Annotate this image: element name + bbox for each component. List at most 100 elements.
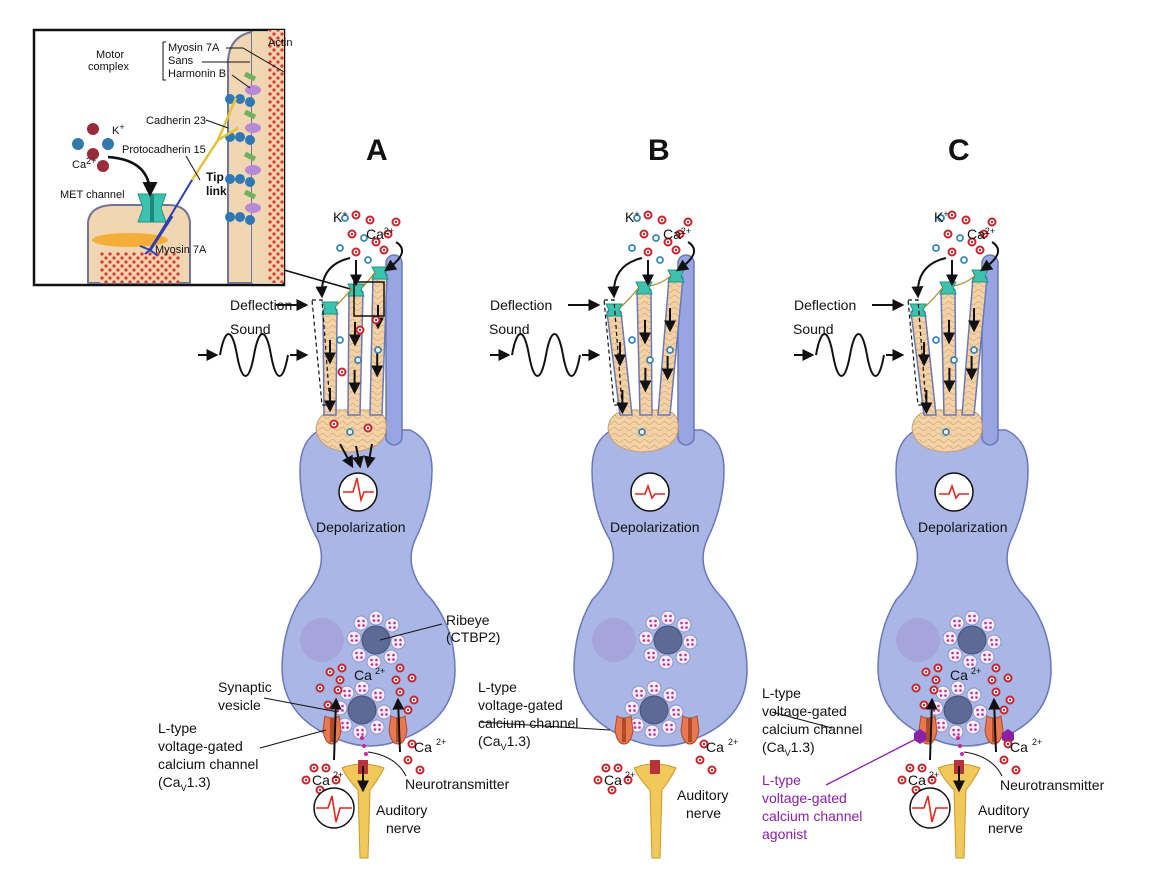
panel-c-letter: C: [948, 134, 970, 167]
panel-c-ltype-label-2: voltage-gated: [762, 703, 847, 719]
panel-a-synapse-ca-text: Ca: [354, 667, 372, 683]
svg-text:K+: K+: [333, 209, 348, 225]
panel-b-depolarization-label: Depolarization: [610, 519, 700, 535]
panel-a-nucleus: [300, 618, 344, 662]
panel-a-outside-ca-ion: [323, 765, 330, 772]
panel-c-nerve-label: nerve: [988, 820, 1023, 836]
panel-c-neurotransmitter-dot: [960, 752, 964, 756]
panel-c-outside-ca-sup-right: 2+: [1032, 737, 1042, 747]
panel-a-outside-ca-text-right: Ca: [414, 739, 432, 755]
panel-c-outside-ca-text: Ca: [908, 772, 926, 788]
inset-k-sup: +: [119, 122, 124, 132]
panel-a-ctbp2-label: (CTBP2): [446, 629, 500, 645]
panel-c-neurotransmitter-dot: [956, 736, 960, 740]
panel-b-k-ion: [639, 429, 645, 435]
panel-a-ltype-label-2: voltage-gated: [158, 738, 243, 754]
panel-b-ribbon-lower: [625, 681, 683, 739]
panel-c-ltype-label-5: 1.3): [791, 739, 815, 755]
svg-text:(CaV1.3): (CaV1.3): [762, 739, 815, 758]
panel-c-k-ion: [961, 257, 967, 263]
panel-b-ltype-label-4: (Ca: [478, 733, 501, 749]
panel-a-ca-ion: [349, 231, 356, 238]
panel-c-outside-ca-ion: [899, 777, 906, 784]
panel-c-ca-sup: 2+: [985, 226, 995, 236]
panel-b-auditory-nerve: [634, 764, 676, 858]
panel-b-outside-ca-ion: [615, 765, 622, 772]
panel-a-synaptic-label: Synaptic: [218, 679, 272, 695]
panel-b-ltype-channel-right: [681, 716, 699, 744]
panel-a-synapse-ca-ion: [327, 669, 334, 676]
panel-a-k-ion: [347, 429, 353, 435]
panel-b-ca-label: Ca: [663, 226, 681, 242]
panel-a-ribeye-label: Ribeye: [446, 612, 490, 628]
svg-text:(CaV1.3): (CaV1.3): [478, 733, 531, 752]
panel-a-letter: A: [366, 134, 388, 167]
panel-b-outside-ca-ion: [595, 777, 602, 784]
panel-b-sound-label: Sound: [489, 321, 529, 337]
panel-a-synapse-ca-sup: 2+: [375, 666, 385, 676]
panel-a-synapse-ca-ion: [405, 707, 412, 714]
panel-b-k-ion: [647, 357, 653, 363]
panel-a-outside-ca-ion-right: [417, 767, 424, 774]
panel-a-ribbon-upper: [347, 611, 405, 669]
panel-b-ltype-channel-left: [615, 716, 633, 744]
svg-text:Ca2+: Ca2+: [366, 226, 394, 242]
panel-b-sound-wave-icon: [512, 334, 580, 376]
panel-b-ca-ion: [685, 219, 692, 226]
panel-b-deflection-label: Deflection: [490, 297, 552, 313]
panel-a-ltype-label-5: 1.3): [187, 774, 211, 790]
panel-c-ribbon-upper: [943, 611, 1001, 669]
panel-c-synapse-ca-ion: [935, 665, 942, 672]
panel-c-ca-ion: [977, 247, 984, 254]
inset-cadherin-label: Cadherin 23: [146, 115, 206, 127]
panel-c-ca-ion: [949, 212, 956, 219]
panel-a-synapse-ca-ion: [325, 702, 332, 709]
panel-a-synapse-ca-ion: [335, 687, 342, 694]
panel-a-synapse-ca-ion: [397, 689, 404, 696]
panel-c-synapse-ca-ion: [1001, 707, 1008, 714]
panel-a-ca-ion: [367, 217, 374, 224]
panel-a-k-ion: [365, 257, 371, 263]
panel-b-ltype-label-1: L-type: [478, 679, 517, 695]
panel-a-nerve-label: nerve: [386, 820, 421, 836]
panel-b-letter: B: [648, 134, 670, 167]
panel-c-k-sup: +: [943, 209, 948, 219]
panel-c-outside-ca-text-right: Ca: [1010, 739, 1028, 755]
panel-b-ca-sup: 2+: [681, 226, 691, 236]
panel-a-ca-ion: [353, 212, 360, 219]
panel-c-synapse-ca-ion: [931, 687, 938, 694]
inset-motor-complex-label-2: complex: [88, 61, 129, 73]
inset-ca-sup: 2+: [86, 156, 96, 166]
panel-c-stereocilium-2: [941, 286, 956, 415]
panel-c-outside-ca-ion: [907, 765, 914, 772]
panel-c-ca-label: Ca: [967, 226, 985, 242]
inset-connector-line: [284, 270, 354, 290]
panel-a-sound-wave-icon: [220, 334, 288, 376]
panel-a-k-sup: +: [342, 209, 347, 219]
panel-a-outside-ca-sup-right: 2+: [436, 737, 446, 747]
panel-a-ion-arrow-1: [322, 258, 350, 296]
panel-c-nucleus: [896, 618, 940, 662]
panel-c-ltype-label-3: calcium channel: [762, 721, 862, 737]
panel-a-synapse-ca-ion: [409, 675, 416, 682]
panel-c-agonist-label-2: voltage-gated: [762, 790, 847, 806]
panel-c-k-ion: [951, 357, 957, 363]
panel-c-synapse-ca-ion: [993, 665, 1000, 672]
panel-c-sound-label: Sound: [793, 321, 833, 337]
panel-c-k-ion: [957, 235, 963, 241]
panel-a-ca-ion: [331, 421, 338, 428]
panel-c-ca-ion: [963, 217, 970, 224]
panel-b-outside-ca-ion-right: [709, 767, 716, 774]
inset-actin-label: Actin: [268, 37, 292, 49]
panel-c-auditory-label: Auditory: [978, 802, 1029, 818]
inset-motor-complex-label-1: Motor: [96, 49, 124, 61]
panel-b-stereocilium-2: [637, 286, 652, 415]
panel-b-k-ion: [657, 257, 663, 263]
panel-b-postsynaptic-receptor: [650, 760, 660, 774]
panel-c-synapse-ca-ion: [933, 677, 940, 684]
panel-c-outside-ca-ion-right: [1013, 767, 1020, 774]
panel-a-outside-ca-text: Ca: [312, 772, 330, 788]
panel-a-ca-ion: [357, 327, 364, 334]
panel-a-neurotransmitter-label: Neurotransmitter: [405, 776, 510, 792]
